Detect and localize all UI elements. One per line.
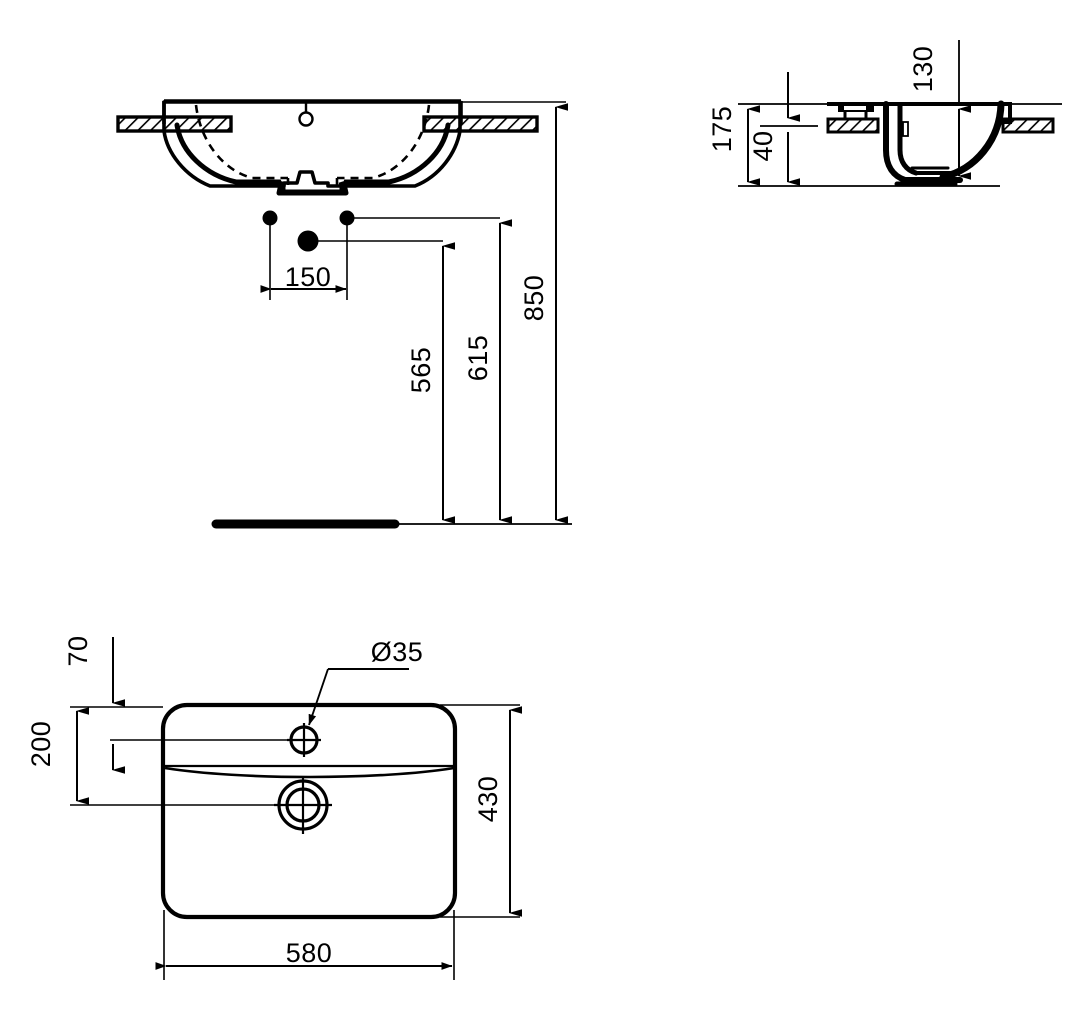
- bowl-rear-wall-outer: [883, 101, 908, 183]
- waste-boss-body: [278, 181, 347, 195]
- leader-diagonal: [308, 668, 329, 726]
- dimension-175: 175: [707, 105, 760, 186]
- dimension-40-label: 40: [748, 130, 778, 161]
- front-elevation-view: 150 565 615 850: [116, 99, 572, 529]
- counter-flange-right-hatch: [422, 115, 539, 133]
- clip-bar-left-inner: [844, 106, 866, 110]
- basin-outer-profile: [162, 100, 462, 188]
- dimension-580: 580: [155, 938, 453, 970]
- side-section-view: 175 40 130: [707, 40, 1062, 187]
- dimension-130-label: 130: [908, 46, 938, 93]
- bowl-rear-wall-inner: [897, 103, 919, 176]
- dimension-850-label: 850: [519, 275, 549, 322]
- bowl-outer-curve-right: [386, 122, 451, 185]
- dimension-580-label: 580: [286, 938, 333, 968]
- dimension-615: 615: [463, 219, 512, 524]
- dimension-430: 430: [473, 706, 522, 917]
- plan-shelf-curve-lower: [164, 766, 455, 779]
- dimension-70: 70: [63, 635, 125, 774]
- dimension-565-label: 565: [406, 347, 436, 394]
- side-overflow-slot: [902, 121, 909, 137]
- dimension-130: 130: [908, 40, 971, 180]
- side-counter-clip-left: [826, 104, 880, 134]
- side-counter-flange-right: [1001, 117, 1055, 134]
- dimension-615-label: 615: [463, 335, 493, 382]
- dimension-150: 150: [260, 262, 347, 293]
- dimension-70-label: 70: [63, 635, 93, 666]
- dimension-175-label: 175: [707, 106, 737, 153]
- dimension-850: 850: [519, 103, 568, 524]
- dimension-430-label: 430: [473, 776, 503, 823]
- bowl-outer-curve-left: [174, 122, 239, 185]
- counter-flange-left: [116, 115, 233, 133]
- dimension-150-label: 150: [285, 262, 332, 292]
- plan-basin-outline: [160, 702, 458, 920]
- dimension-200-label: 200: [26, 721, 56, 768]
- dimension-565: 565: [406, 242, 455, 524]
- overflow-hole: [298, 111, 314, 127]
- plan-view: 70 200 430 580 Ø35: [26, 635, 522, 980]
- counter-flange-left-hatch: [116, 115, 233, 133]
- counter-flange-right: [422, 115, 539, 133]
- diameter-35-label: Ø35: [371, 637, 424, 667]
- dimension-200: 200: [26, 707, 89, 805]
- basin-section-detail: [162, 99, 463, 196]
- side-counter-flange-left: [826, 117, 880, 134]
- dimension-40: 40: [748, 72, 818, 186]
- diameter-35-leader: Ø35: [308, 637, 424, 726]
